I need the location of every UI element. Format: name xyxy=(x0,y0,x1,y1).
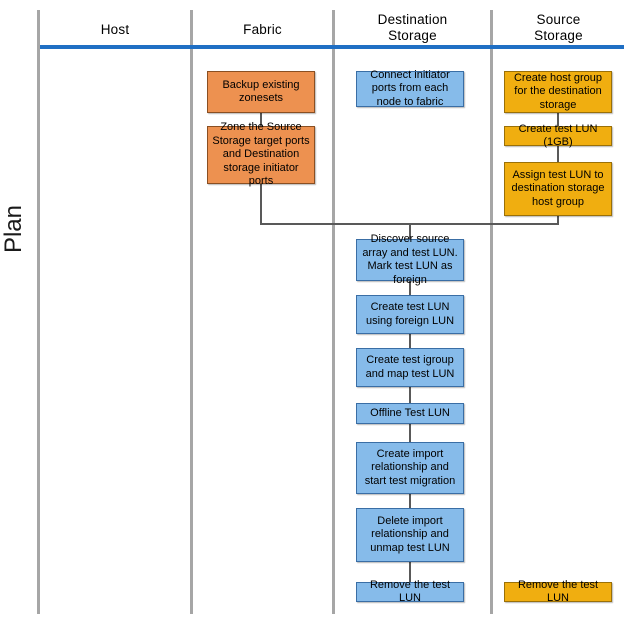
node-remove-test-lun-destination[interactable]: Remove the test LUN xyxy=(356,579,464,604)
node-zone-source-target-ports[interactable]: Zone the Source Storage target ports and… xyxy=(207,121,315,187)
lane-divider-fabric-dest xyxy=(332,10,335,614)
node-create-test-lun-foreign[interactable]: Create test LUN using foreign LUN xyxy=(356,295,464,334)
lane-divider-dest-source xyxy=(490,10,493,614)
lane-divider-host-fabric xyxy=(190,10,193,614)
node-assign-test-lun[interactable]: Assign test LUN to destination storage h… xyxy=(504,162,612,216)
connector-dest-4-to-5 xyxy=(409,424,411,442)
lane-header-destination-line1: Destination xyxy=(377,12,448,27)
node-create-test-lun-1gb[interactable]: Create test LUN (1GB) xyxy=(504,123,612,148)
node-create-test-igroup[interactable]: Create test igroup and map test LUN xyxy=(356,348,464,387)
connector-source-3-to-join xyxy=(557,216,559,223)
connector-dest-3-to-4 xyxy=(409,387,411,403)
node-create-import-relationship[interactable]: Create import relationship and start tes… xyxy=(356,442,464,494)
phase-label-plan: Plan xyxy=(0,204,27,254)
connector-fabric-2-to-join xyxy=(260,184,262,223)
lane-header-source-line2: Storage xyxy=(534,28,583,43)
lane-header-destination: Destination Storage xyxy=(335,12,490,44)
lane-header-destination-line2: Storage xyxy=(388,28,437,43)
connector-dest-2-to-3 xyxy=(409,334,411,348)
connector-fabric-1-to-2 xyxy=(260,113,262,126)
lane-header-host: Host xyxy=(100,22,130,37)
connector-source-2-to-3 xyxy=(557,146,559,162)
connector-dest-6-to-7 xyxy=(409,562,411,582)
connector-dest-1-to-2 xyxy=(409,281,411,295)
node-connect-initiator-ports[interactable]: Connect initiator ports from each node t… xyxy=(356,69,464,108)
node-remove-test-lun-source[interactable]: Remove the test LUN xyxy=(504,579,612,604)
node-backup-existing-zonesets[interactable]: Backup existing zonesets xyxy=(207,71,315,113)
lane-header-source: Source Storage xyxy=(493,12,624,44)
node-create-host-group[interactable]: Create host group for the destination st… xyxy=(504,71,612,113)
lane-divider-left xyxy=(37,10,40,614)
node-delete-import-relationship[interactable]: Delete import relationship and unmap tes… xyxy=(356,508,464,562)
node-offline-test-lun[interactable]: Offline Test LUN xyxy=(356,403,464,424)
node-discover-source-array[interactable]: Discover source array and test LUN. Mark… xyxy=(356,233,464,286)
lane-header-fabric: Fabric xyxy=(243,22,282,37)
connector-dest-5-to-6 xyxy=(409,494,411,508)
header-accent-rule xyxy=(40,45,624,49)
lane-header-source-line1: Source xyxy=(536,12,581,27)
connector-source-1-to-2 xyxy=(557,113,559,126)
connector-bus-to-discover xyxy=(409,223,411,239)
